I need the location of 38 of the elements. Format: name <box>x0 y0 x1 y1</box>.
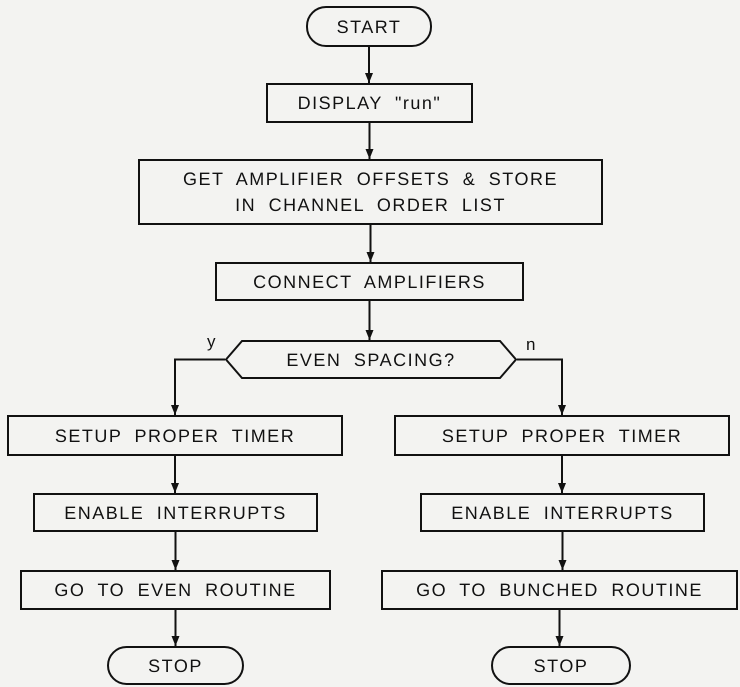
node-text: GET AMPLIFIER OFFSETS & STORE IN CHANNEL ORDER LIST <box>182 168 559 217</box>
arrow <box>172 610 180 646</box>
process-box <box>420 493 705 532</box>
node-text: SETUP PROPER TIMER <box>442 424 682 448</box>
arrow <box>171 358 225 415</box>
decision-hexagon <box>225 340 517 379</box>
process-box <box>20 570 331 610</box>
node-text: ENABLE INTERRUPTS <box>64 502 287 524</box>
terminal-box <box>491 646 631 685</box>
process-box <box>215 262 524 301</box>
node-text: DISPLAY "run" <box>298 92 442 115</box>
terminal-box <box>306 6 432 47</box>
arrow <box>556 610 564 646</box>
node-text: STOP <box>534 654 588 678</box>
node-text: ENABLE INTERRUPTS <box>451 502 674 524</box>
process-box <box>394 415 730 456</box>
node-text: CONNECT AMPLIFIERS <box>253 270 486 294</box>
node-text: GO TO EVEN ROUTINE <box>54 579 297 602</box>
process-box <box>381 570 738 610</box>
node-text: STOP <box>148 654 203 678</box>
arrow <box>517 358 566 415</box>
arrow <box>366 301 374 340</box>
node-text: EVEN SPACING? <box>286 348 456 372</box>
arrow <box>366 123 374 159</box>
terminal-box <box>107 646 244 685</box>
arrow <box>366 225 374 262</box>
arrow <box>558 532 566 570</box>
node-text: GO TO BUNCHED ROUTINE <box>416 579 703 602</box>
node-text: START <box>336 16 402 38</box>
arrow <box>365 47 373 83</box>
process-box <box>138 159 603 225</box>
node-text: SETUP PROPER TIMER <box>54 424 296 448</box>
arrow <box>558 456 566 493</box>
process-box <box>266 83 473 123</box>
arrow <box>172 532 180 570</box>
process-box <box>7 415 343 456</box>
process-box <box>33 493 318 532</box>
arrow <box>171 456 179 493</box>
